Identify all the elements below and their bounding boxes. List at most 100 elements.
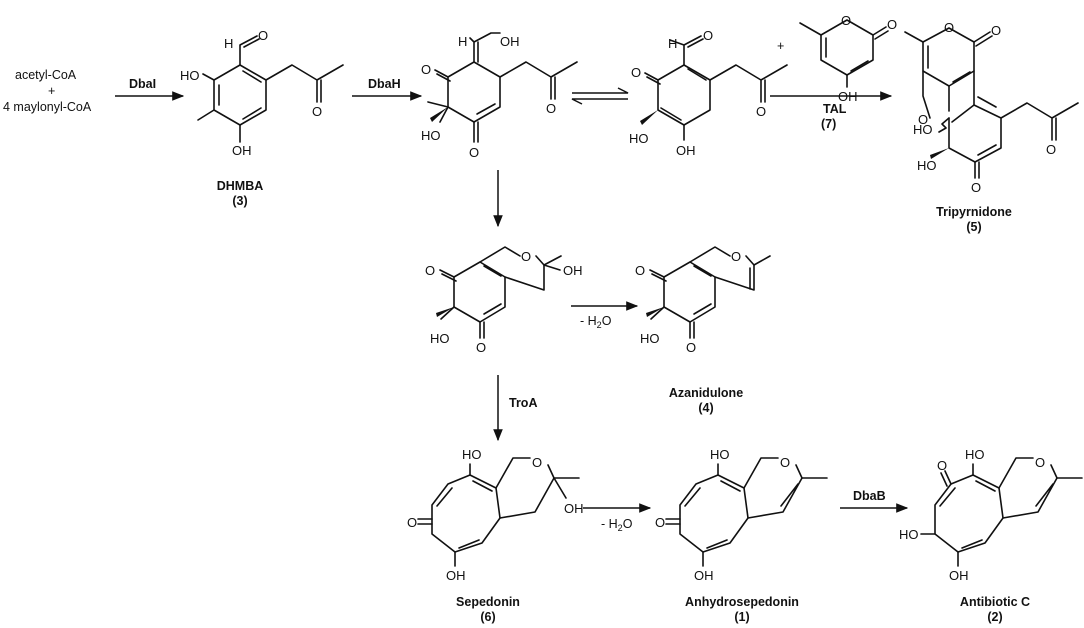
arrow-tal: TAL (7) [770, 91, 893, 131]
atom-o: O [635, 263, 645, 278]
atom-o: O [476, 340, 486, 355]
cyclohexenone-double-bonds [977, 96, 997, 156]
tropolone-ring [679, 474, 749, 553]
pyran-ring [998, 457, 1058, 519]
wedge-bond-methyl [436, 307, 454, 317]
atom-ho: HO [913, 122, 933, 137]
enzyme-dbai-label: DbaI [129, 77, 156, 91]
pyranone-ring [922, 27, 975, 87]
atom-ho: HO [180, 68, 200, 83]
substituent-bonds [649, 255, 771, 339]
pyran-ring [743, 457, 803, 519]
ring-double-bonds [483, 265, 502, 315]
atom-o: O [937, 458, 947, 473]
ring-double-bonds [684, 480, 741, 549]
atom-ho: HO [640, 331, 660, 346]
atom-o: O [421, 62, 431, 77]
plus-sign: + [777, 39, 784, 53]
atom-o: O [971, 180, 981, 195]
substituent-bonds [644, 35, 788, 141]
atom-o: O [731, 249, 741, 264]
starting-materials: acetyl-CoA + 4 maylonyl-CoA [3, 68, 92, 114]
atom-o: O [312, 104, 322, 119]
pyran-ring [922, 70, 975, 123]
structure-triacetic-acid-lactone: + O O OH [777, 13, 897, 104]
substituent-bonds [197, 35, 344, 143]
atom-o: O [1035, 455, 1045, 470]
compound-number-anhydrosepedonin: (1) [734, 610, 749, 624]
compound-name-azanidulone: Azanidulone [669, 386, 743, 400]
atom-o: O [1046, 142, 1056, 157]
compound-name-sepedonin: Sepedonin [456, 595, 520, 609]
atom-oh: OH [563, 263, 583, 278]
substituent-bonds [904, 31, 1079, 179]
substituent-bonds [665, 463, 828, 567]
compound-name-tripyrnidone: Tripyrnidone [936, 205, 1012, 219]
equilibrium-reverse-arrow [571, 98, 628, 105]
substituent-bonds [920, 463, 1083, 567]
atom-ho: HO [430, 331, 450, 346]
tropolone-ring [431, 474, 501, 553]
arrow-dbah: DbaH [352, 77, 423, 101]
atom-o: O [655, 515, 665, 530]
compound-name-dhmba: DHMBA [217, 179, 264, 193]
arrow-troa: TroA [493, 375, 537, 442]
structure-azanidulone: O O HO O Azanidulone (4) [635, 246, 771, 415]
arrow-dehydration-1: - H2O [571, 301, 639, 330]
structure-hemiketal-intermediate: O OH O HO O [425, 246, 583, 355]
atom-oh: OH [694, 568, 714, 583]
pyran-ring [479, 246, 545, 291]
atom-h: H [668, 36, 677, 51]
ring-double-bonds [939, 480, 996, 549]
substituent-bonds [417, 463, 580, 567]
atom-ho: HO [710, 447, 730, 462]
atom-ho: HO [917, 158, 937, 173]
ring-bonds [657, 64, 711, 126]
ring-double-bonds [436, 480, 493, 549]
enzyme-dbah-label: DbaH [368, 77, 401, 91]
atom-oh: OH [500, 34, 520, 49]
pyranone-double-bonds [927, 45, 971, 83]
atom-o: O [521, 249, 531, 264]
ring-double-bonds [693, 265, 712, 315]
atom-o: O [703, 28, 713, 43]
atom-o: O [841, 13, 851, 28]
atom-o: O [944, 20, 954, 35]
reactant-plus: + [48, 84, 55, 98]
structure-intermediate-keto: H O O O HO OH [629, 28, 788, 158]
substituent-bonds [439, 255, 562, 339]
compound-number-dhmba: (3) [232, 194, 247, 208]
ring-double-bonds [476, 103, 496, 115]
enzyme-tal-number: (7) [821, 117, 836, 131]
atom-ho: HO [421, 128, 441, 143]
pyran-ring [495, 457, 555, 519]
atom-o: O [991, 23, 1001, 38]
compound-name-anhydrosepedonin: Anhydrosepedonin [685, 595, 799, 609]
arrow-dehydration-2: - H2O [583, 503, 652, 533]
atom-o: O [546, 101, 556, 116]
enzyme-dbab-label: DbaB [853, 489, 886, 503]
reactant-malonyl-coa: 4 maylonyl-CoA [3, 100, 92, 114]
atom-o: O [686, 340, 696, 355]
wedge-bond-methyl [930, 148, 949, 159]
atom-o: O [425, 263, 435, 278]
arrow-dbai: DbaI [115, 77, 185, 101]
substituent-bonds [799, 22, 889, 88]
reactant-acetyl-coa: acetyl-CoA [15, 68, 77, 82]
compound-name-antibiotic-c: Antibiotic C [960, 595, 1030, 609]
atom-h: H [458, 34, 467, 49]
cyclohexenone-ring [948, 104, 1002, 163]
wedge-bond-methyl [430, 107, 448, 122]
enzyme-tal-label: TAL [823, 102, 847, 116]
structure-antibiotic-c: HO O O HO OH Antibiotic C (2) [899, 447, 1083, 624]
ring-bonds [447, 61, 501, 123]
compound-number-azanidulone: (4) [698, 401, 713, 415]
condition-dehydration-1: - H2O [580, 314, 612, 330]
equilibrium-forward-arrow [572, 87, 629, 94]
atom-o: O [258, 28, 268, 43]
wedge-bond-methyl [640, 110, 658, 125]
substituent-bonds [427, 32, 578, 143]
ring-double-bonds [660, 68, 707, 121]
wavy-bond [938, 117, 950, 133]
structure-tripyrnidone: O O O HO HO O O Tripyrnidone (5) [904, 20, 1079, 234]
